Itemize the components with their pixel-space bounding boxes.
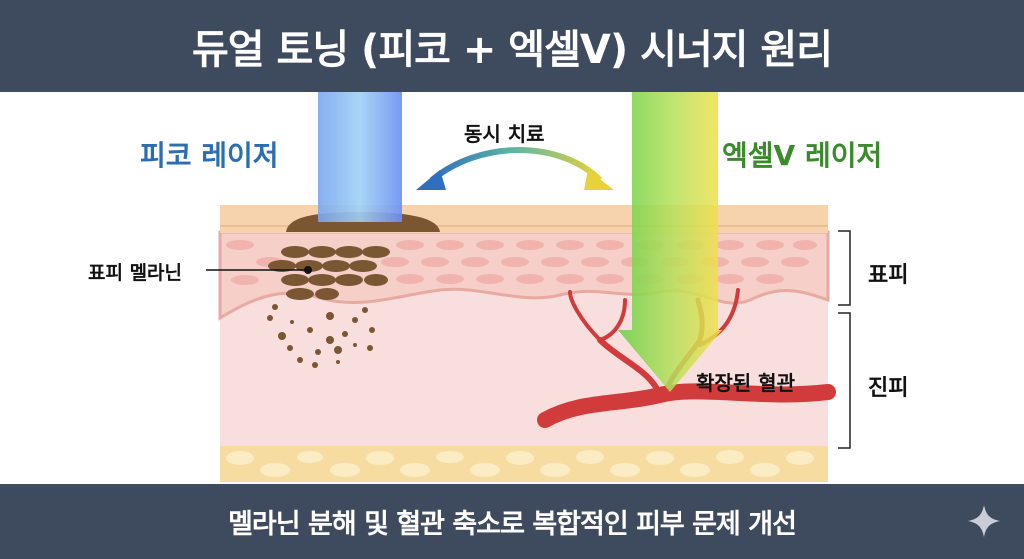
epidermis-label: 표피: [868, 263, 909, 288]
fat-cells: [226, 450, 814, 477]
skin-diagram: [206, 92, 851, 482]
title-bar: 듀얼 토닝 (피코 + 엑셀V) 시너지 원리: [0, 0, 1024, 92]
page-title: 듀얼 토닝 (피코 + 엑셀V) 시너지 원리: [192, 27, 833, 73]
dermis-label: 진피: [868, 376, 909, 401]
caption: 멜라닌 분해 및 혈관 축소로 복합적인 피부 문제 개선: [228, 509, 797, 540]
epidermal-melanin-label: 표피 멜라닌: [88, 262, 183, 284]
melanin-cells: [268, 246, 390, 300]
dilated-vessel-label: 확장된 혈관: [696, 371, 795, 395]
pico-laser-label: 피코 레이저: [140, 139, 279, 172]
simultaneous-label: 동시 치료: [464, 122, 545, 146]
caption-bar: 멜라닌 분해 및 혈관 축소로 복합적인 피부 문제 개선: [0, 484, 1024, 559]
dermis-layer: [220, 290, 828, 446]
melanin-particles: [267, 304, 375, 368]
simultaneous-arrow: [416, 147, 614, 190]
sparkle-icon: [968, 505, 1000, 537]
excelv-laser-beam: [618, 92, 722, 392]
dermis-bracket: [838, 312, 851, 449]
excelv-laser-label: 엑셀V 레이저: [722, 139, 883, 172]
epidermis-bracket: [838, 230, 851, 306]
pico-laser-beam: [318, 92, 402, 222]
